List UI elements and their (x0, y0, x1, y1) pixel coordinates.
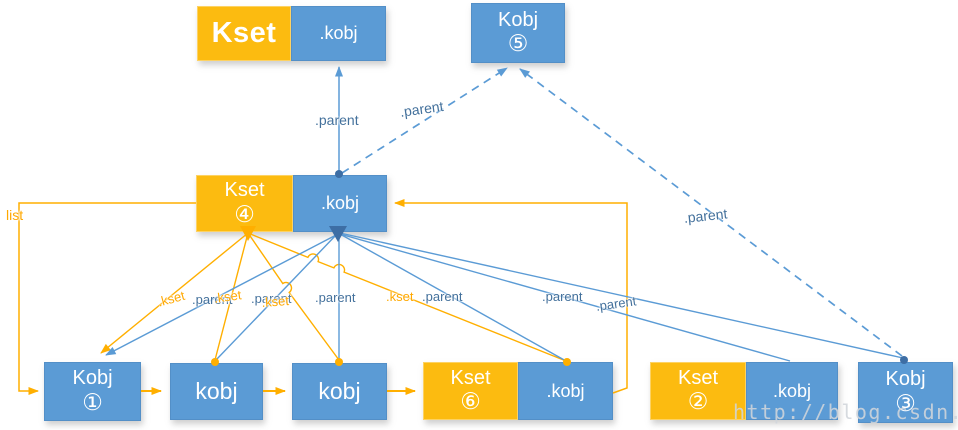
label-parent-kobj3: .parent (595, 293, 638, 314)
label-kset-1: .kset (156, 287, 187, 310)
node-text: Kset (450, 366, 491, 389)
node-text: Kset (211, 17, 277, 50)
node-text: .kobj (772, 380, 812, 401)
kobj-a-body: kobj (170, 363, 263, 420)
node-text: Kobj (72, 367, 113, 390)
kset-2-kobj-part: .kobj (746, 362, 838, 420)
kobj-b-body: kobj (292, 363, 387, 420)
label-kset-3: .kset (261, 293, 290, 310)
label-parent-kset2: .parent (542, 289, 583, 304)
kset-top: Kset .kobj (197, 6, 386, 61)
label-list: list (6, 207, 24, 223)
node-text: .kobj (319, 23, 358, 44)
node-text: ② (687, 388, 709, 415)
node-text: kobj (318, 377, 361, 404)
label-parent-6: .parent (422, 289, 463, 304)
label-kset-2: .kset (213, 287, 243, 306)
label-parent-3to5: .parent (683, 205, 729, 226)
node-text: Kset (224, 179, 265, 202)
label-parent-up: .parent (315, 112, 359, 128)
node-text: .kobj (546, 380, 585, 401)
node-text: Kset (677, 366, 719, 389)
node-text: ⑤ (507, 30, 529, 57)
node-text: ③ (895, 389, 916, 416)
node-text: kobj (195, 377, 238, 404)
label-kset-6: .kset (386, 289, 414, 304)
node-text: ⑥ (460, 388, 481, 415)
kset-6-kobj-part: .kobj (518, 362, 613, 420)
node-text: Kobj (885, 368, 926, 391)
label-parent-4to5: .parent (399, 97, 445, 120)
kset-top-kobj-part: .kobj (291, 6, 386, 61)
node-text: .kobj (320, 193, 360, 214)
kobj-b: kobj (292, 363, 387, 420)
kset-4-kobj-part: .kobj (293, 175, 387, 232)
kobj-a: kobj (170, 363, 263, 420)
kset-top-kset-part: Kset (197, 6, 291, 61)
node-text: ④ (234, 200, 255, 227)
label-parent-3: .parent (315, 290, 356, 305)
csdn-watermark: http://blog.csdn.net/ (733, 400, 958, 424)
parent-dashed-4to5 (341, 67, 508, 174)
node-text: ① (82, 388, 103, 415)
node-text: Kobj (497, 8, 539, 31)
